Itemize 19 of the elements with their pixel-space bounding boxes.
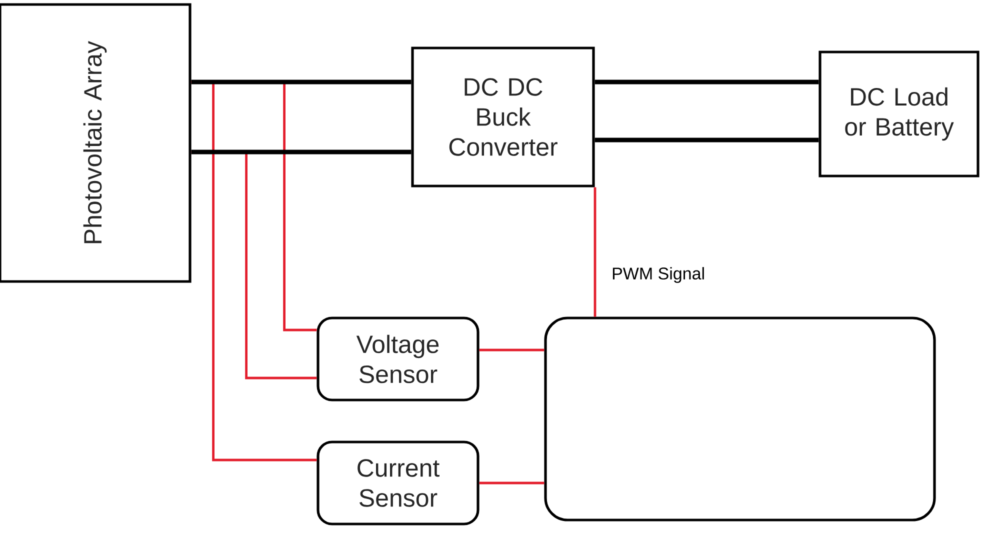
wire	[594, 80, 819, 84]
sensor-box	[316, 440, 480, 526]
node-label: DC DC Buck Converter	[449, 78, 558, 156]
node-label: Current Sensor	[358, 459, 440, 507]
node-label: Voltage Sensor	[356, 334, 439, 384]
sensor-box	[316, 316, 480, 402]
node-label: DC Load or Battery	[845, 87, 954, 141]
wire	[479, 348, 544, 352]
controller-box	[544, 316, 936, 522]
wire	[594, 187, 596, 317]
node-label: Photovoltaic Array	[83, 40, 107, 244]
load-box	[818, 50, 980, 178]
wire	[191, 80, 412, 84]
wire	[594, 138, 819, 142]
edge-label: PWM Signal	[612, 267, 704, 283]
wire	[191, 150, 412, 154]
converter-box	[411, 46, 595, 188]
wire	[479, 482, 544, 484]
array-box	[0, 3, 192, 283]
